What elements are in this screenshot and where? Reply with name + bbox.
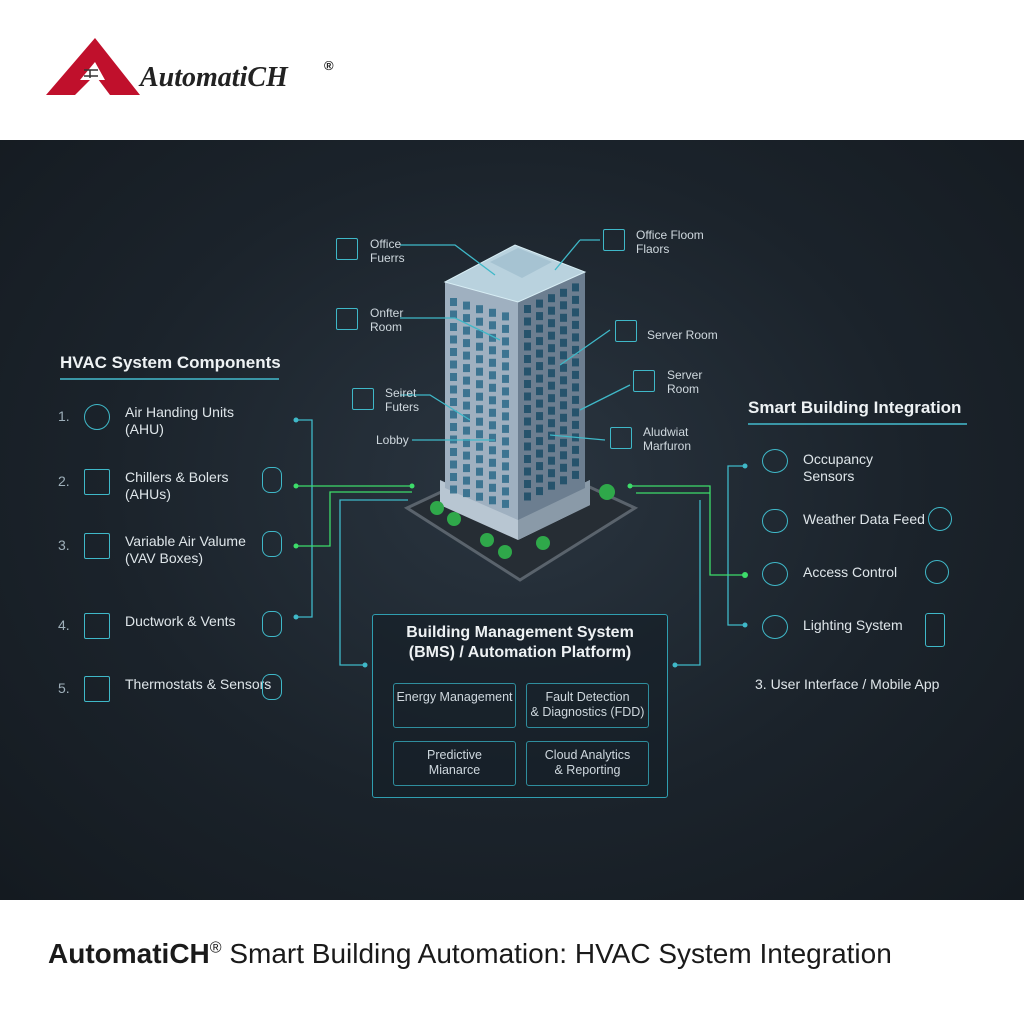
- logo: [46, 38, 140, 95]
- label-seiret: Seiret: [385, 386, 417, 400]
- thermometer-icon: [262, 674, 282, 700]
- header: AutomatiCH ®: [0, 0, 1024, 140]
- label-server: Server: [667, 368, 703, 382]
- label-futers: Futers: [385, 400, 420, 414]
- label-lobby: Lobby: [376, 433, 409, 447]
- logo-text: AutomatiCH: [140, 62, 288, 93]
- thermometer-icon: [84, 676, 110, 702]
- caption-registered: ®: [209, 939, 222, 957]
- hvac-item: Variable Air Valume(VAV Boxes): [125, 533, 246, 566]
- caption-brand: AutomatiCH: [48, 938, 210, 969]
- lightbulb-icon: [925, 560, 949, 584]
- hvac-item: Air Handing Units(AHU): [125, 404, 234, 437]
- flame-icon: [262, 467, 282, 493]
- sun-icon: [928, 507, 952, 531]
- bms-box: Building Management System (BMS) / Automa…: [372, 614, 668, 798]
- hvac-underline: [60, 378, 279, 380]
- fan-box-icon: [84, 469, 110, 495]
- caption: AutomatiCH® Smart Building Automation: H…: [48, 938, 892, 970]
- smart-title: Smart Building Integration: [748, 398, 962, 417]
- label-onfter: Onfter: [370, 306, 404, 320]
- gear-icon: [610, 427, 632, 449]
- hvac-item-number: 4.: [58, 617, 70, 633]
- pipe-icon: [262, 611, 282, 637]
- registered-mark: ®: [324, 58, 334, 73]
- smart-item: Lighting System: [803, 617, 903, 633]
- smart-item: Weather Data Feed: [803, 511, 925, 527]
- access-icon: [762, 562, 788, 586]
- hvac-item-number: 5.: [58, 680, 70, 696]
- snowflake-icon: [84, 533, 110, 559]
- hvac-item: Ductwork & Vents: [125, 613, 236, 629]
- label-server-room: Server Room: [647, 328, 718, 342]
- bms-title-1: Building Management System: [406, 624, 634, 641]
- smart-footer: 3. User Interface / Mobile App: [755, 676, 940, 692]
- fan-icon: [633, 370, 655, 392]
- lightbulb-icon: [762, 615, 788, 639]
- hvac-item-number: 2.: [58, 473, 70, 489]
- module-cloud-analytics[interactable]: Cloud Analytics& Reporting: [526, 741, 649, 786]
- label-flaors: Flaors: [636, 242, 670, 256]
- label-room: Room: [370, 320, 403, 334]
- label-office: Office: [370, 237, 402, 251]
- caption-text: Smart Building Automation: HVAC System I…: [221, 938, 892, 969]
- hvac-item-number: 3.: [58, 537, 70, 553]
- label-office-floom: Office Floom: [636, 228, 704, 242]
- thermometer-icon: [262, 531, 282, 557]
- office-icon: [336, 238, 358, 260]
- label-marfuron: Marfuron: [643, 439, 692, 453]
- hvac-item-number: 1.: [58, 408, 70, 424]
- duct-icon: [84, 613, 110, 639]
- smart-item: Access Control: [803, 564, 898, 580]
- label-office-2: Fuerrs: [370, 251, 405, 265]
- label-aludwiat: Aludwiat: [643, 425, 689, 439]
- monitor-icon: [336, 308, 358, 330]
- module-fault-detection[interactable]: Fault Detection& Diagnostics (FDD): [526, 683, 649, 728]
- grid-icon: [352, 388, 374, 410]
- hvac-item: Chillers & Bolers(AHUs): [125, 469, 229, 502]
- server-icon: [615, 320, 637, 342]
- person-icon: [762, 449, 788, 473]
- hvac-title: HVAC System Components: [60, 353, 281, 372]
- smart-underline: [748, 423, 967, 425]
- fan-icon: [84, 404, 110, 430]
- label-room-2: Room: [667, 382, 700, 396]
- smartphone-icon: [925, 613, 945, 647]
- cloud-icon: [762, 509, 788, 533]
- fan-icon: [603, 229, 625, 251]
- module-energy-management[interactable]: Energy Management: [393, 683, 516, 728]
- hvac-item: Thermostats & Sensors: [125, 676, 272, 692]
- footer: [0, 900, 1024, 1024]
- bms-title-2: (BMS) / Automation Platform): [408, 644, 632, 661]
